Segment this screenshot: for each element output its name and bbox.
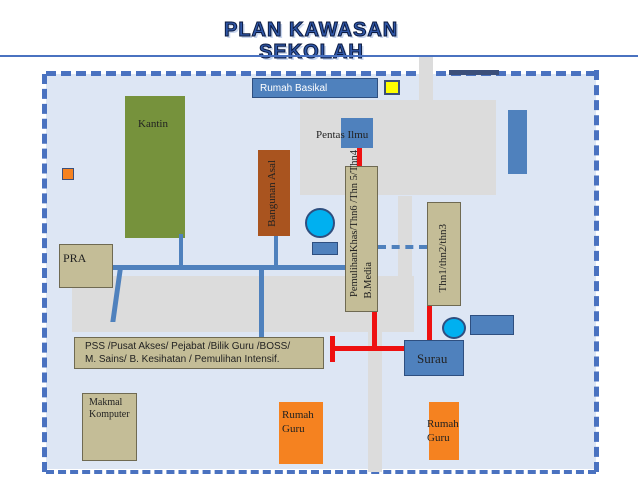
fence-left [42, 74, 47, 472]
makmal-komputer-building [82, 393, 137, 461]
red-line-short-vert [330, 336, 335, 362]
bangunan-asal-label: Bangunan Asal [266, 160, 278, 227]
cyan-circle-2 [442, 317, 466, 339]
outer-border-line [0, 55, 638, 57]
rumah-guru-1 [279, 402, 323, 464]
path-top-right [300, 100, 496, 195]
pemulihan-building [345, 166, 378, 312]
pentas-ilmu-building [341, 118, 373, 148]
red-line-long-vert [372, 312, 377, 348]
red-line-thn-vert [427, 306, 432, 344]
blue-block-right [508, 110, 527, 174]
makmal-label-line1: Makmal [89, 397, 123, 408]
surau-building [404, 340, 464, 376]
orange-marker [62, 168, 74, 180]
pentas-ilmu-label: Pentas Ilmu [316, 129, 369, 141]
yellow-marker [384, 80, 400, 95]
path-vertical-bottom [368, 332, 382, 472]
pemulihan-label: PemulihanKhas/Thn6 /Thn 5/Thn4 [349, 150, 360, 297]
cyan-circle-1 [305, 208, 335, 238]
red-line-horizontal [332, 346, 414, 351]
makmal-label-line2: Komputer [89, 409, 130, 420]
rumah-guru-2-label-line1: Rumah [427, 418, 459, 430]
kantin-building [125, 96, 185, 238]
thn123-building [427, 202, 461, 306]
path-vertical-entrance [419, 57, 433, 105]
gate-bar-right [449, 70, 499, 75]
thn123-label: Thn1/thn2/thn3 [437, 224, 449, 293]
walkway-bangunan-down [274, 236, 278, 266]
pss-label-line1: PSS /Pusat Akses/ Pejabat /Bilik Guru /B… [85, 341, 291, 352]
fence-bottom [46, 470, 596, 474]
walkway-main-horizontal [113, 265, 345, 270]
walkway-dashed-right [378, 245, 427, 249]
path-vertical-left [398, 196, 412, 276]
rumah-basikal-building [252, 78, 378, 98]
rumah-guru-2 [429, 402, 459, 460]
fence-right [594, 70, 599, 472]
pss-label-line2: M. Sains/ B. Kesihatan / Pemulihan Inten… [85, 354, 280, 365]
walkway-kantin-down [179, 234, 183, 266]
walkway-middle-down [259, 270, 264, 338]
rumah-guru-2-label-line2: Guru [427, 432, 450, 444]
pss-building [74, 337, 324, 369]
rumah-guru-1-label-line1: Rumah [282, 409, 314, 421]
page-title-line2: SEKOLAH [259, 41, 364, 64]
pemulihan-media-label: B.Media [363, 262, 374, 299]
small-blue-rect-2 [470, 315, 514, 335]
bangunan-asal-building [258, 150, 290, 236]
surau-label: Surau [417, 351, 448, 366]
page-title-line1: PLAN KAWASAN [223, 19, 399, 42]
red-line-pentas [357, 148, 362, 166]
rumah-guru-1-label-line2: Guru [282, 423, 305, 435]
rumah-basikal-label: Rumah Basikal [260, 83, 328, 94]
pra-label: PRA [63, 251, 87, 265]
pra-building [59, 244, 113, 288]
kantin-label: Kantin [138, 118, 168, 130]
small-blue-rect-1 [312, 242, 338, 255]
fence-top [46, 71, 596, 76]
